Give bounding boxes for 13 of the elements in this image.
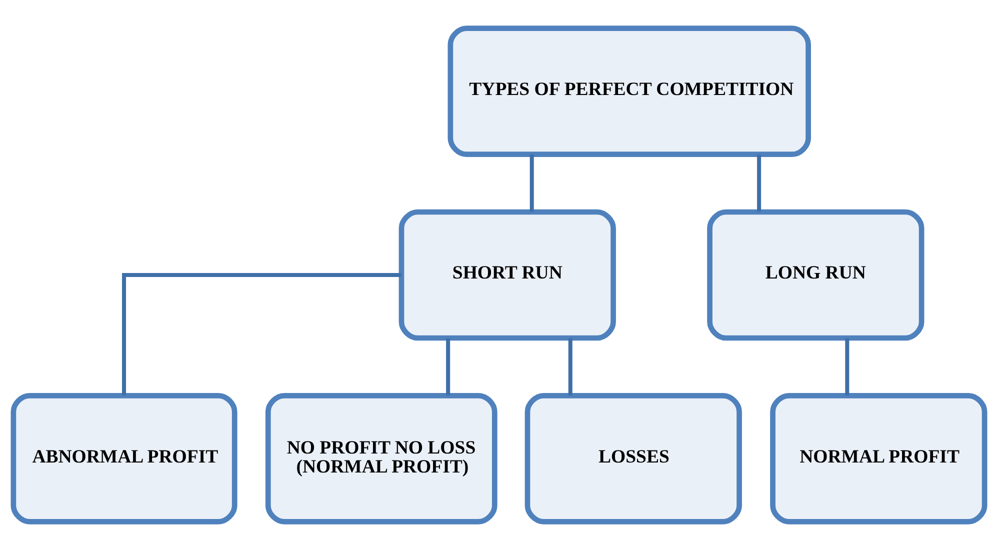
node-box: NO PROFIT NO LOSS (NORMAL PROFIT) <box>265 392 498 524</box>
connector <box>568 338 572 396</box>
node-box: SHORT RUN <box>398 209 616 341</box>
connector <box>446 338 450 396</box>
node-box: NORMAL PROFIT <box>770 392 988 524</box>
connector <box>845 338 850 396</box>
node-box: LOSSES <box>524 392 742 524</box>
node-box: TYPES OF PERFECT COMPETITION <box>448 26 811 158</box>
connector <box>530 154 534 212</box>
connector <box>122 273 402 396</box>
connector <box>757 154 762 212</box>
node-box: ABNORMAL PROFIT <box>10 392 238 524</box>
node-box: LONG RUN <box>707 209 924 341</box>
